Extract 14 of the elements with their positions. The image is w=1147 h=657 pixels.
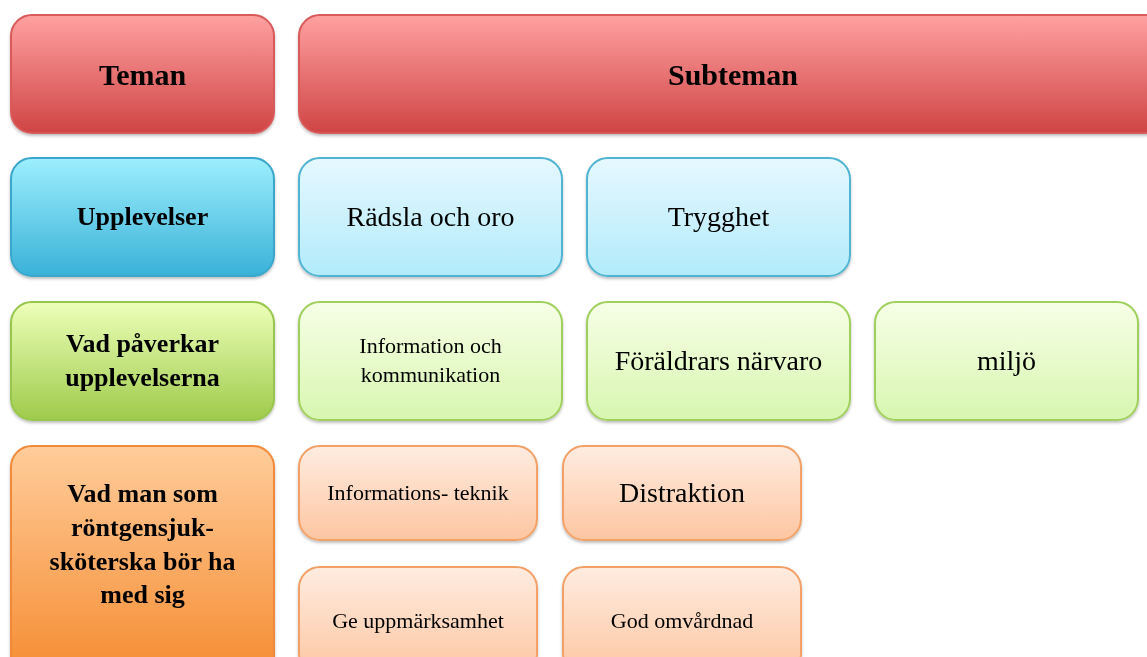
- subtheme-box: Distraktion: [562, 445, 802, 541]
- theme-box: Upplevelser: [10, 157, 275, 277]
- header-box: Subteman: [298, 14, 1147, 134]
- header-box: Teman: [10, 14, 275, 134]
- subtheme-box: Informations- teknik: [298, 445, 538, 541]
- theme-box: Vad man som röntgensjuk- sköterska bör ha med sig: [10, 445, 275, 657]
- subtheme-box: Rädsla och oro: [298, 157, 563, 277]
- subtheme-box: miljö: [874, 301, 1139, 421]
- subtheme-box: Information och kommunikation: [298, 301, 563, 421]
- subtheme-box: God omvårdnad: [562, 566, 802, 657]
- subtheme-box: Trygghet: [586, 157, 851, 277]
- theme-box: Vad påverkar upplevelserna: [10, 301, 275, 421]
- subtheme-box: Ge uppmärksamhet: [298, 566, 538, 657]
- subtheme-box: Föräldrars närvaro: [586, 301, 851, 421]
